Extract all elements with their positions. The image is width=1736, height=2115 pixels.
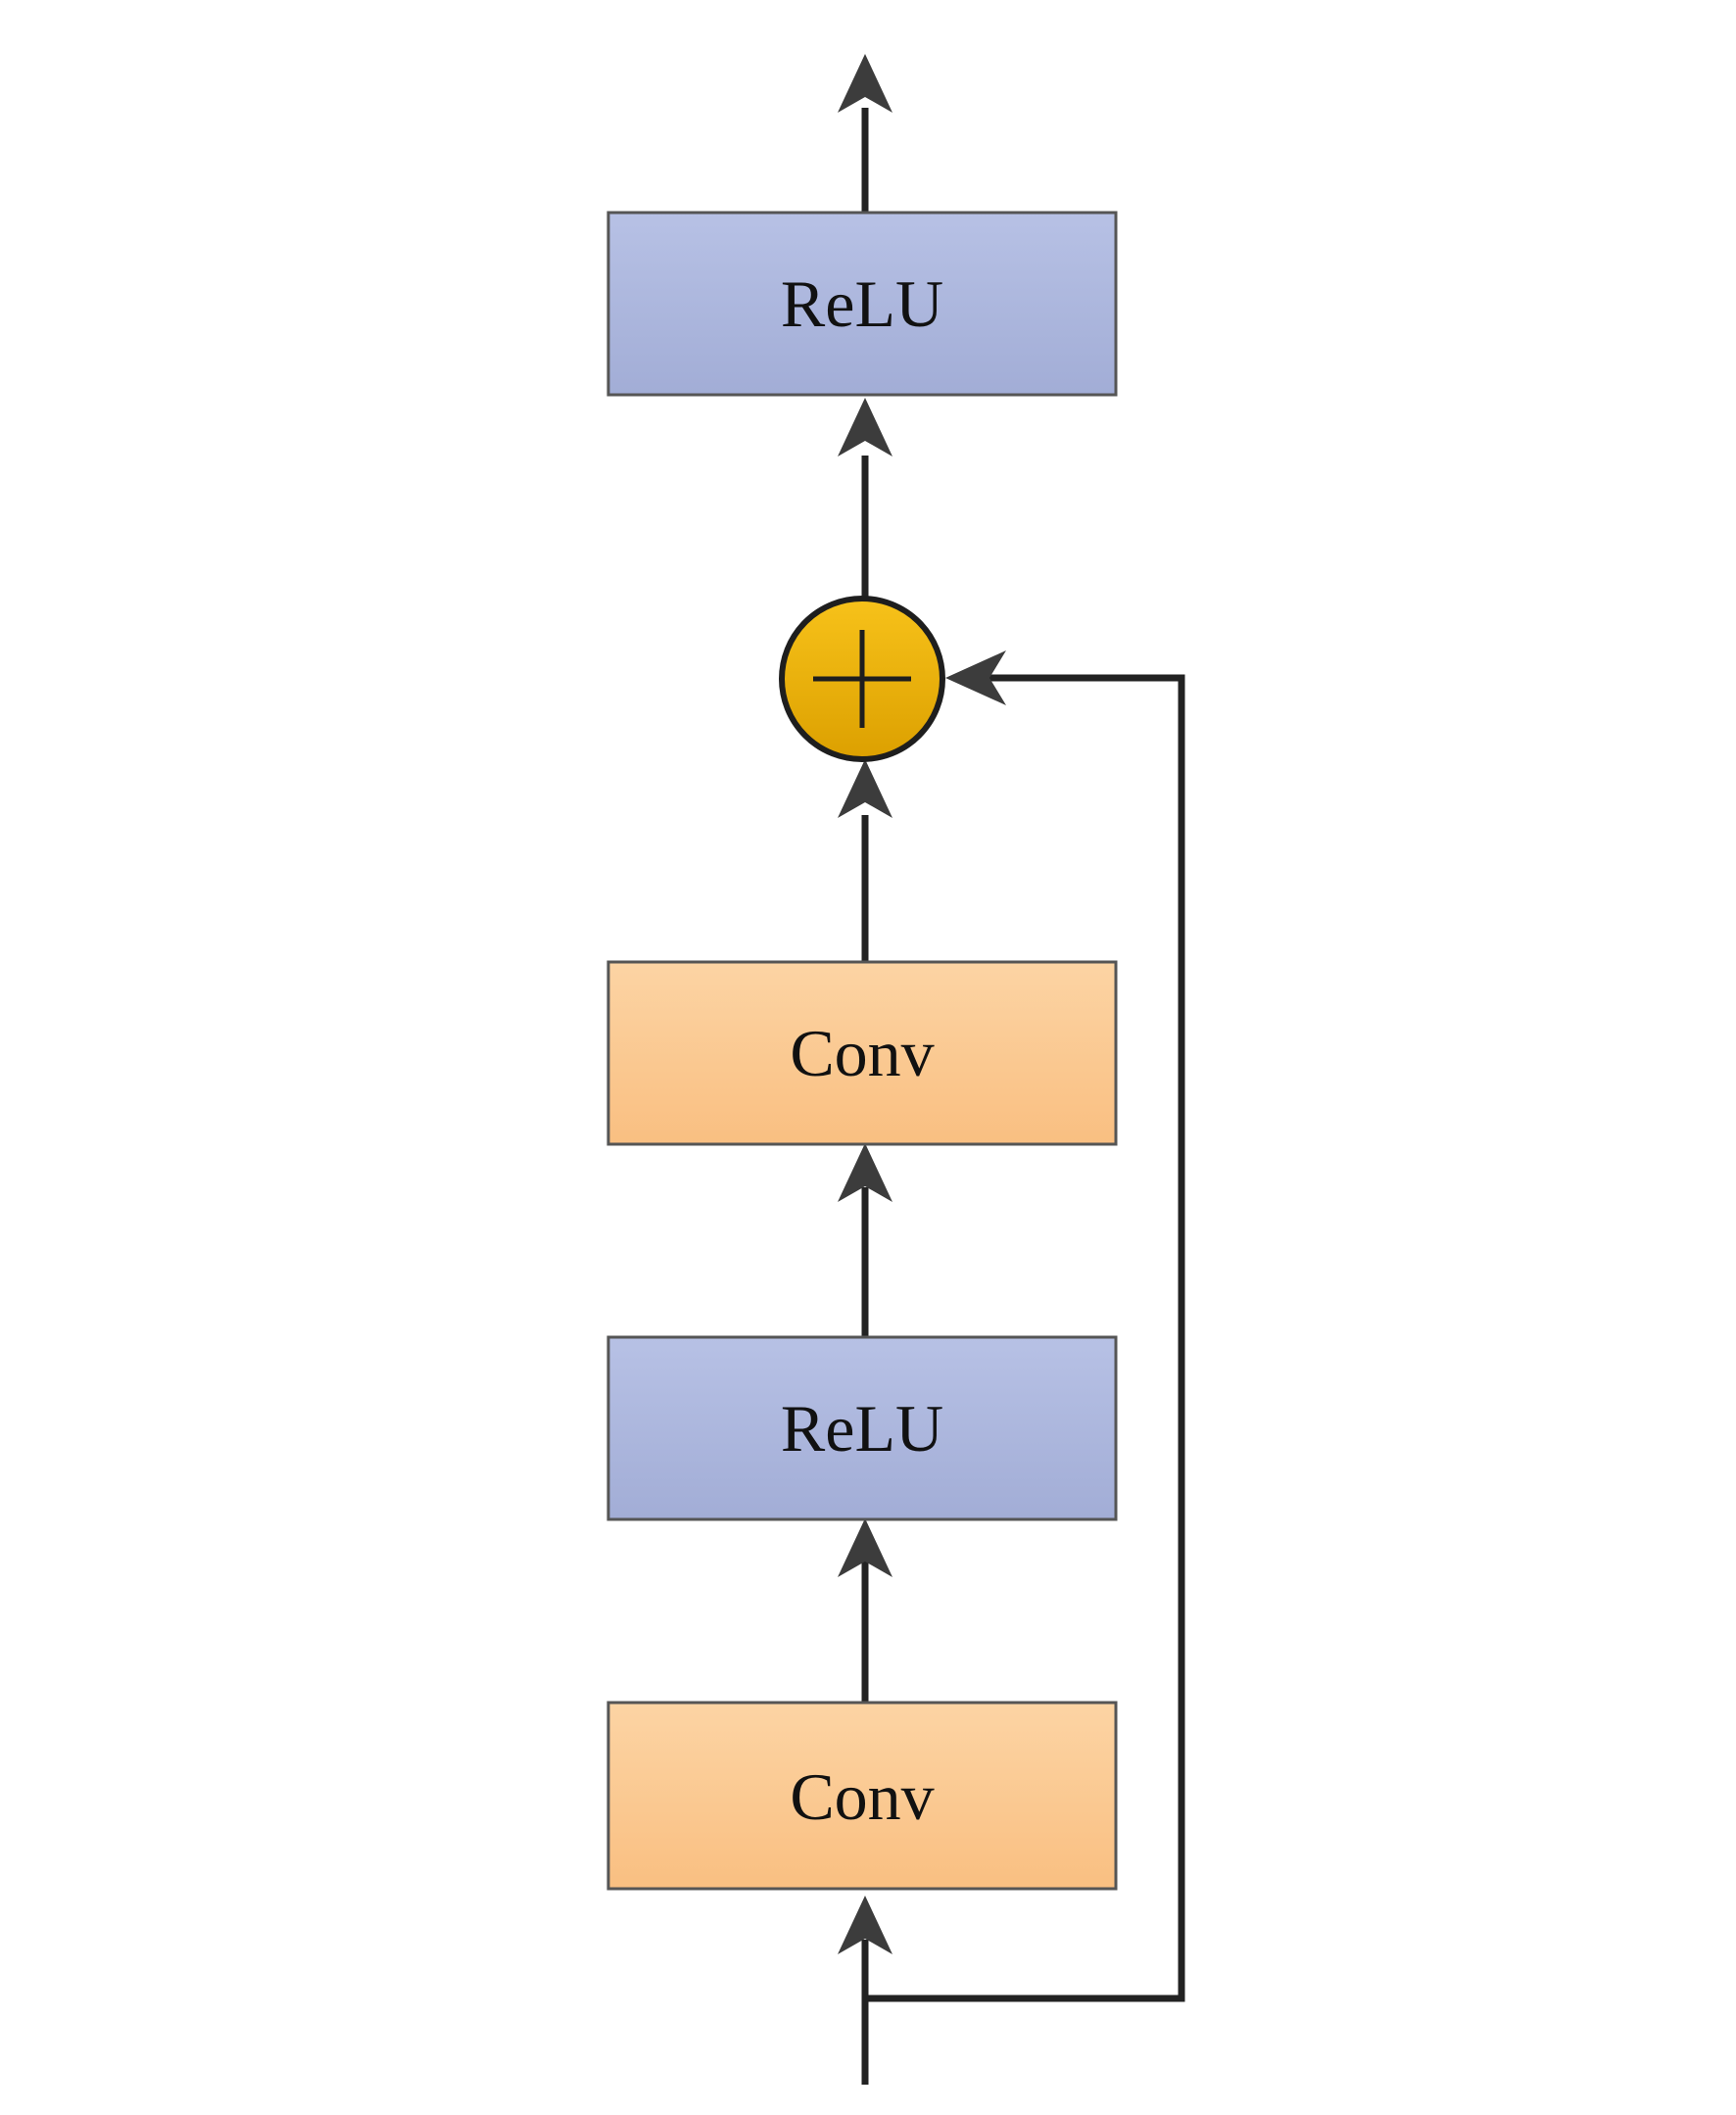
relu-middle-box xyxy=(606,1335,1118,1521)
relu-middle-label: ReLU xyxy=(781,1391,943,1466)
conv-upper-box xyxy=(606,960,1118,1146)
arrowhead-skip-into-sum xyxy=(945,650,1006,705)
conv-upper-label: Conv xyxy=(790,1016,934,1090)
arrowheads xyxy=(838,54,1006,1954)
relu-top-block: ReLU xyxy=(606,211,1118,397)
arrowhead-into-relu-top xyxy=(838,398,892,457)
relu-middle-block: ReLU xyxy=(606,1335,1118,1521)
plus-icon xyxy=(813,630,911,728)
conv-bottom-box xyxy=(606,1701,1118,1891)
conv-bottom-block: Conv xyxy=(606,1701,1118,1891)
conv-bottom-label: Conv xyxy=(790,1759,934,1834)
arrowhead-into-conv-bottom xyxy=(838,1896,892,1954)
arrowhead-into-conv-upper xyxy=(838,1143,892,1202)
relu-top-box xyxy=(606,211,1118,397)
skip-connection-line xyxy=(865,674,1185,2002)
flow-lines xyxy=(861,108,1185,2085)
arrowhead-into-sum xyxy=(838,759,892,818)
arrowhead-into-relu-middle xyxy=(838,1518,892,1577)
conv-upper-block: Conv xyxy=(606,960,1118,1146)
sum-node xyxy=(779,596,945,762)
relu-top-label: ReLU xyxy=(781,266,943,341)
arrowhead-output xyxy=(838,54,892,113)
